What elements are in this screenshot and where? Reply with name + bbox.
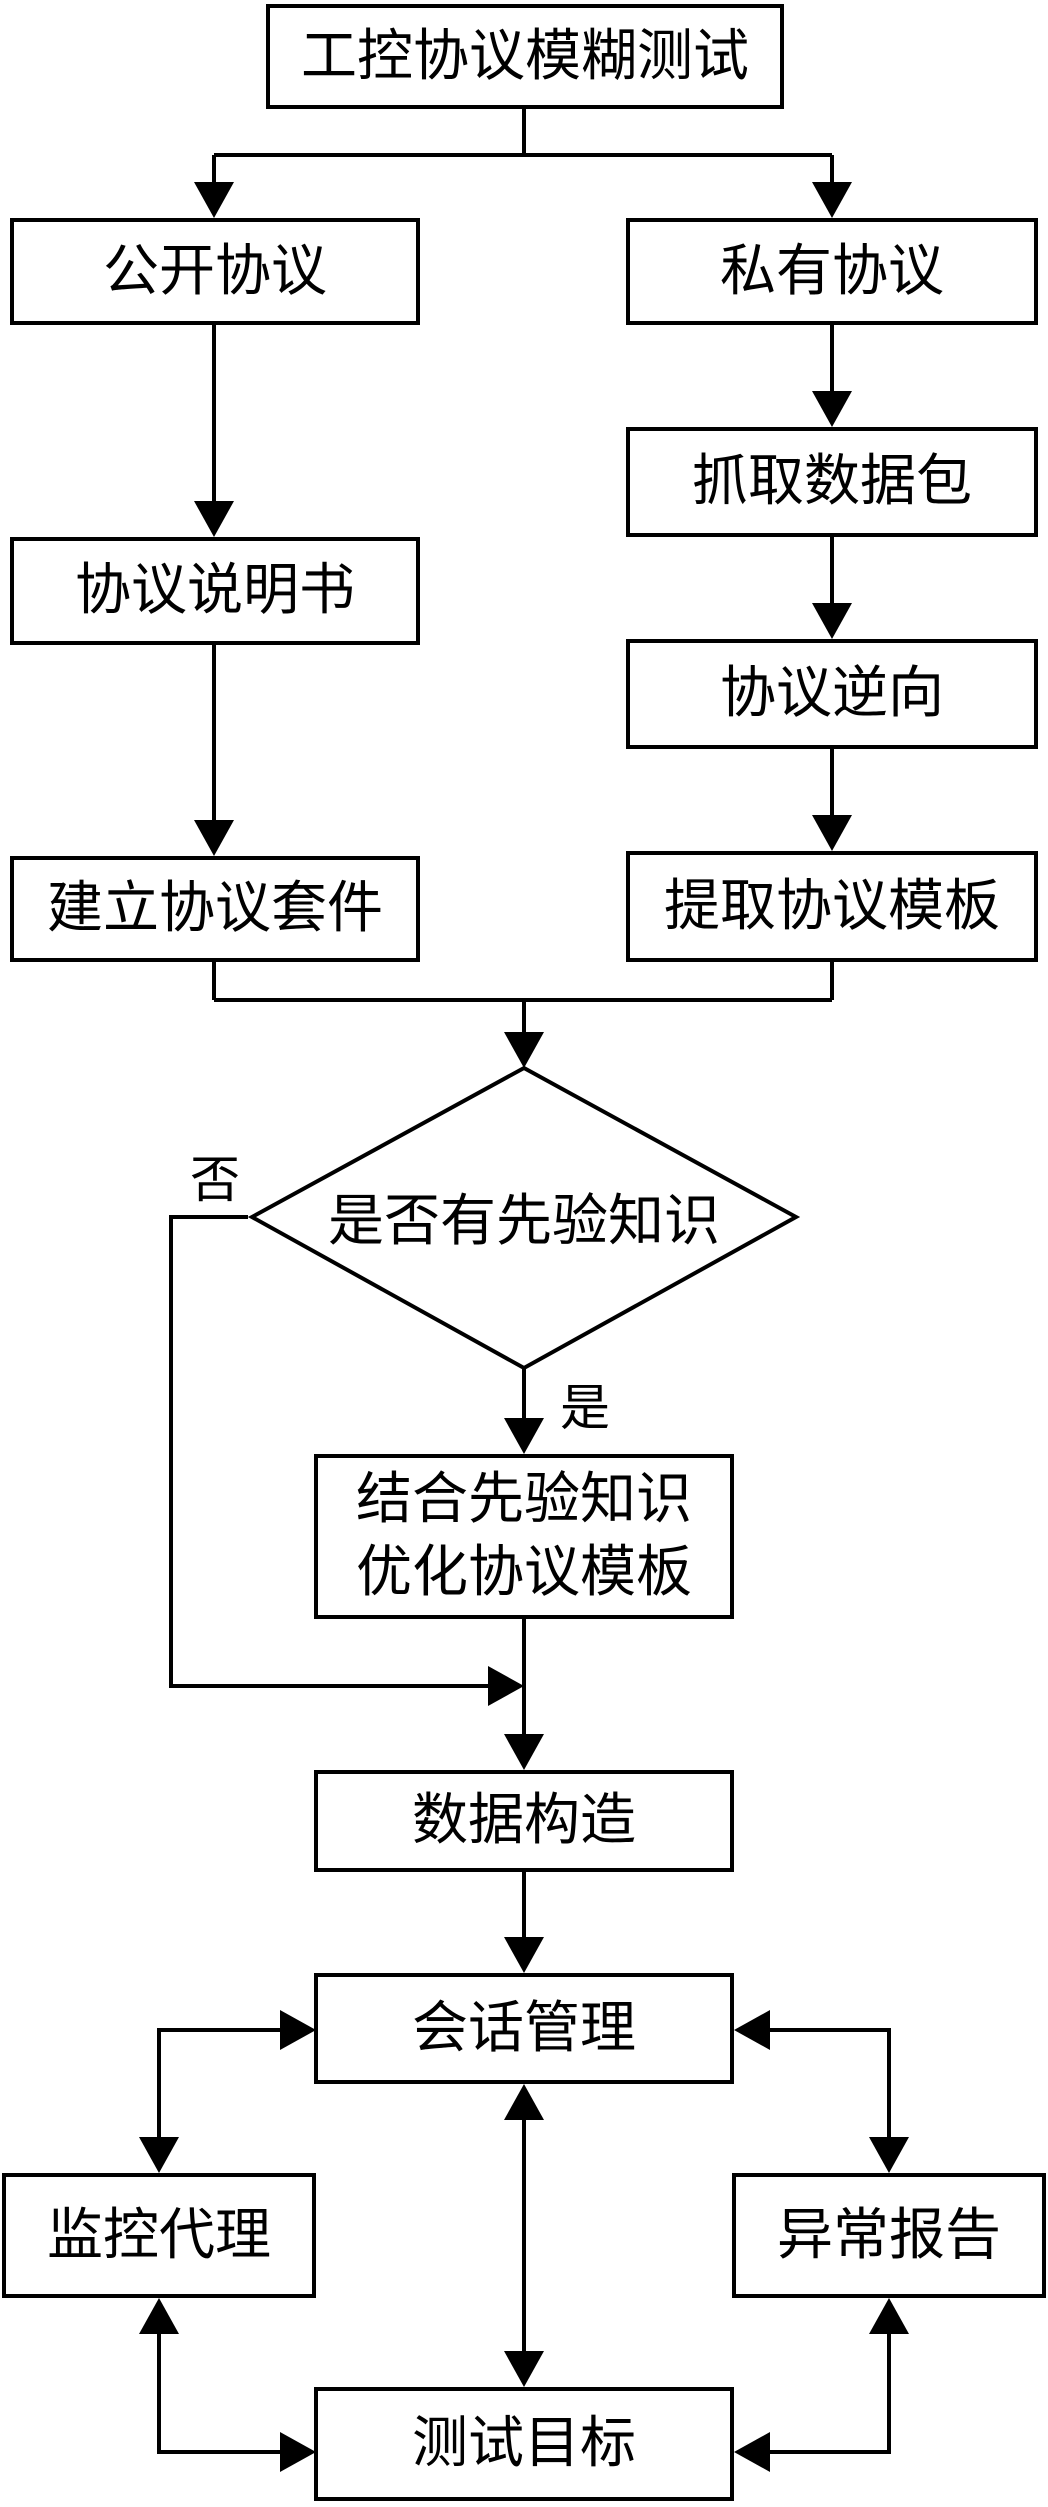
connector-session-report [766,2028,891,2141]
arrowhead-session-up [504,2084,544,2120]
arrowhead-session-right [734,2010,770,2050]
node-protocol-spec-label: 协议说明书 [75,558,355,623]
node-session-manage-label: 会话管理 [412,1995,636,2061]
node-exception-report: 异常报告 [732,2173,1046,2298]
node-exception-report-label: 异常报告 [777,2202,1001,2268]
node-extract-template-label: 提取协议模板 [664,873,1000,939]
node-optimize-template-line2: 优化协议模板 [356,1539,692,1605]
arrowhead-target-left [280,2432,316,2472]
no-label: 否 [190,1151,240,1209]
arrowhead-private [812,182,852,218]
arrowhead-decision [504,1032,544,1068]
node-public-protocol: 公开协议 [10,218,420,325]
arrowhead-public [194,182,234,218]
arrowhead-session-left [280,2010,316,2050]
node-session-manage: 会话管理 [314,1973,734,2084]
node-build-suite-label: 建立协议套件 [47,876,383,941]
node-protocol-reverse: 协议逆向 [626,639,1038,749]
node-data-construct-label: 数据构造 [412,1788,636,1853]
node-test-target-label: 测试目标 [412,2411,636,2476]
node-extract-template: 提取协议模板 [626,851,1038,962]
yes-label: 是 [560,1379,610,1437]
arrowhead-monitor-top [139,2137,179,2173]
decision-label: 是否有先验知识 [328,1189,720,1254]
arrowhead-reverse [812,603,852,639]
node-protocol-reverse-label: 协议逆向 [720,661,944,726]
node-root-label: 工控协议模糊测试 [301,23,749,89]
arrowhead-report-bottom [869,2298,909,2334]
node-data-construct: 数据构造 [314,1770,734,1872]
arrowhead-target-down [504,2351,544,2387]
arrowhead-construct [504,1734,544,1770]
connector-report-target [766,2330,891,2454]
arrowhead-monitor-bottom [139,2298,179,2334]
decision-diamond [247,1065,801,1371]
node-optimize-template-line1: 结合先验知识 [356,1466,692,1532]
node-test-target: 测试目标 [314,2387,734,2501]
arrowhead-capture [812,391,852,427]
node-private-protocol-label: 私有协议 [720,238,944,304]
connector-monitor-target [157,2330,284,2454]
node-public-protocol-label: 公开协议 [103,238,327,304]
arrowhead-session-in [504,1937,544,1973]
node-capture-packets-label: 抓取数据包 [692,449,972,514]
arrowhead-yes [504,1418,544,1454]
node-build-suite: 建立协议套件 [10,856,420,962]
arrowhead-spec [194,501,234,537]
node-protocol-spec: 协议说明书 [10,537,420,645]
node-monitor-agent-label: 监控代理 [47,2202,271,2268]
arrowhead-extract [812,815,852,851]
connector-no-loop [169,1215,492,1688]
arrowhead-target-right [734,2432,770,2472]
arrowhead-report-top [869,2137,909,2173]
node-private-protocol: 私有协议 [626,218,1038,325]
connector-session-monitor [157,2028,284,2141]
node-optimize-template: 结合先验知识 优化协议模板 [314,1454,734,1619]
node-root: 工控协议模糊测试 [266,4,784,109]
arrowhead-no [488,1666,524,1706]
node-monitor-agent: 监控代理 [2,2173,316,2298]
node-capture-packets: 抓取数据包 [626,427,1038,537]
arrowhead-suite [194,820,234,856]
